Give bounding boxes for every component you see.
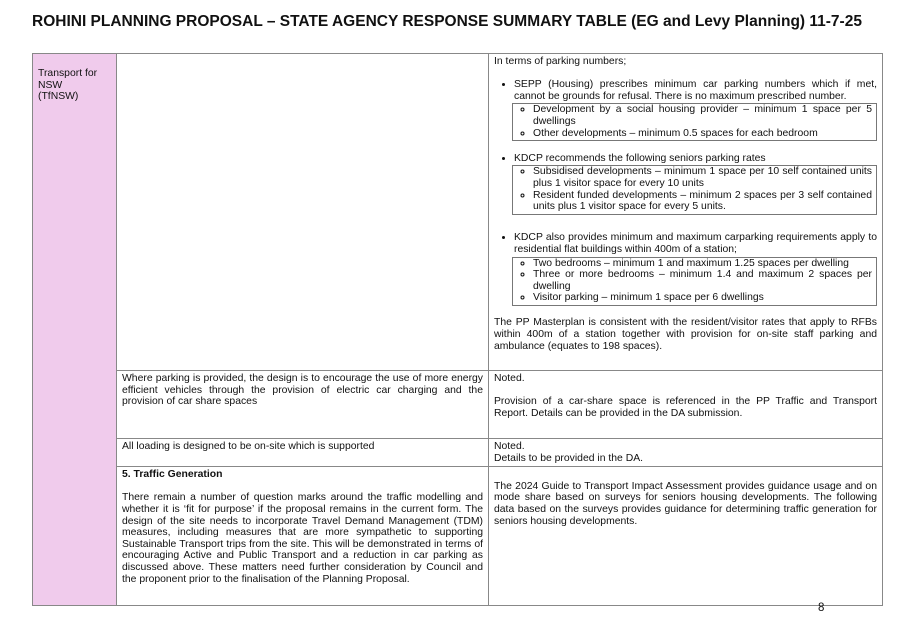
sub-bullet: Subsidised developments – minimum 1 spac…	[533, 166, 872, 189]
sub-bullet: Visitor parking – minimum 1 space per 6 …	[533, 292, 872, 304]
response-cell: In terms of parking numbers; SEPP (Housi…	[488, 53, 883, 371]
comment-cell: Where parking is provided, the design is…	[116, 370, 489, 439]
response-cell: The 2024 Guide to Transport Impact Asses…	[488, 466, 883, 607]
table-row: All loading is designed to be on-site wh…	[33, 437, 883, 468]
response-text: Noted.	[494, 373, 525, 384]
sub-bullet: Two bedrooms – minimum 1 and maximum 1.2…	[533, 258, 872, 270]
agency-abbrev: (TfNSW)	[38, 91, 79, 103]
agency-name-line: NSW	[38, 79, 63, 91]
response-text: Noted.	[494, 441, 525, 452]
response-table: Transport for NSW (TfNSW) In terms of pa…	[32, 52, 883, 607]
response-conclusion: The PP Masterplan is consistent with the…	[494, 317, 877, 352]
table-row: Where parking is provided, the design is…	[33, 370, 883, 439]
response-intro: In terms of parking numbers;	[494, 56, 627, 67]
response-cell: Noted. Provision of a car-share space is…	[488, 370, 883, 439]
bullet-kdcp-seniors: KDCP recommends the following seniors pa…	[514, 152, 766, 164]
comment-text: There remain a number of question marks …	[122, 492, 483, 585]
document-title: ROHINI PLANNING PROPOSAL – STATE AGENCY …	[32, 13, 862, 30]
bullet-sepp: SEPP (Housing) prescribes minimum car pa…	[514, 79, 877, 102]
response-text: Provision of a car-share space is refere…	[494, 396, 877, 419]
section-heading: 5. Traffic Generation	[122, 469, 223, 481]
agency-name-line: Transport for	[38, 68, 98, 79]
comment-cell: 5. Traffic Generation There remain a num…	[116, 466, 489, 607]
sub-bullet: Three or more bedrooms – minimum 1.4 and…	[533, 269, 872, 292]
comment-text: Where parking is provided, the design is…	[122, 373, 483, 408]
response-text: Details to be provided in the DA.	[494, 452, 644, 464]
comment-cell	[116, 53, 489, 371]
bullet-kdcp-rfb: KDCP also provides minimum and maximum c…	[514, 232, 877, 255]
page-number: 8	[818, 602, 825, 614]
table-row: 5. Traffic Generation There remain a num…	[33, 466, 883, 607]
sub-bullet: Other developments – minimum 0.5 spaces …	[533, 128, 872, 140]
response-cell: Noted. Details to be provided in the DA.	[488, 437, 883, 468]
comment-text: All loading is designed to be on-site wh…	[122, 441, 375, 452]
comment-cell: All loading is designed to be on-site wh…	[116, 437, 489, 468]
sub-bullet: Development by a social housing provider…	[533, 104, 872, 127]
sub-bullet: Resident funded developments – minimum 2…	[533, 190, 872, 213]
table-row: Transport for NSW (TfNSW) In terms of pa…	[32, 52, 883, 607]
agency-cell: Transport for NSW (TfNSW)	[32, 52, 117, 607]
response-text: The 2024 Guide to Transport Impact Asses…	[494, 480, 877, 527]
